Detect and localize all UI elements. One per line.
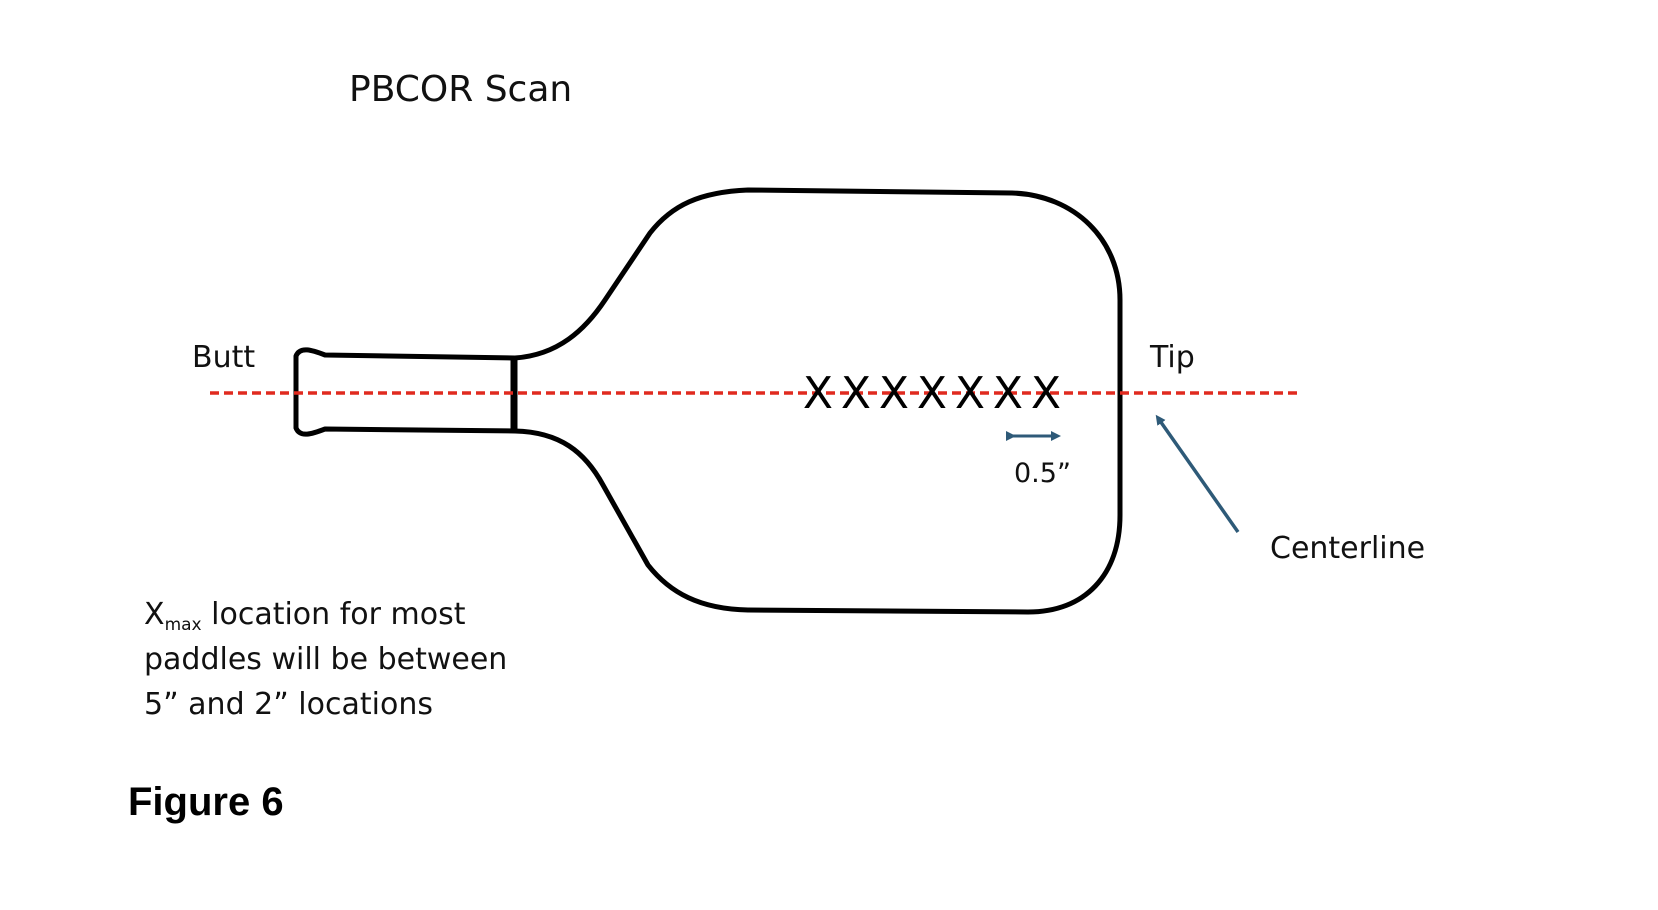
note-line-1-text: location for most	[201, 597, 466, 632]
scan-mark: X	[917, 368, 947, 419]
scan-mark: X	[1031, 368, 1061, 419]
scan-mark: X	[803, 368, 833, 419]
spacing-label: 0.5”	[1014, 458, 1071, 489]
centerline-pointer-arrow-icon	[1155, 414, 1240, 534]
centerline-label: Centerline	[1270, 531, 1426, 566]
diagram-title: PBCOR Scan	[349, 69, 573, 110]
paddle-face-outline	[512, 187, 1123, 615]
butt-label: Butt	[192, 340, 256, 375]
note-line-1: Xmax location for most	[144, 592, 507, 637]
scan-mark: X	[993, 368, 1023, 419]
scan-mark: X	[841, 368, 871, 419]
note-x-subscript: max	[164, 615, 202, 635]
xmax-note: Xmax location for most paddles will be b…	[144, 592, 507, 727]
tip-label: Tip	[1150, 340, 1195, 375]
note-line-3: 5” and 2” locations	[144, 687, 433, 722]
figure-label: Figure 6	[128, 780, 284, 824]
note-line-2: paddles will be between	[144, 642, 508, 677]
scan-mark: X	[879, 368, 909, 419]
scan-mark: X	[955, 368, 985, 419]
note-x-symbol: X	[144, 597, 165, 632]
